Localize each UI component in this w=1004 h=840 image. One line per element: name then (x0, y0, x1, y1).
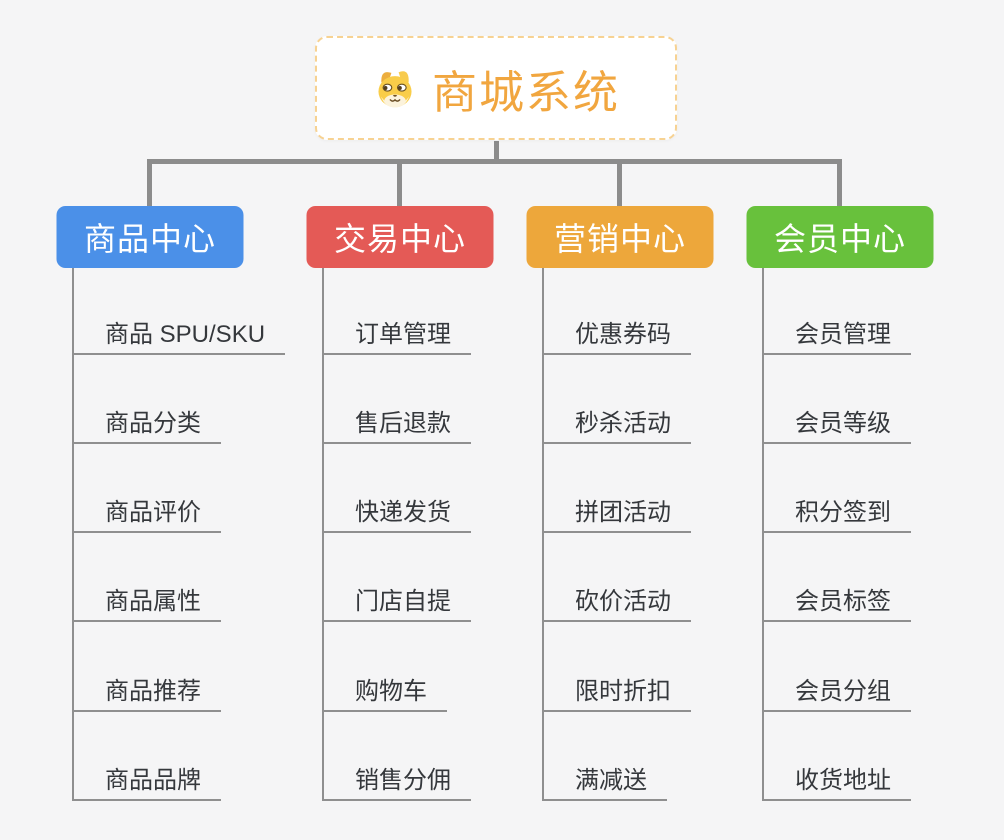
root-title: 商城系统 (431, 66, 620, 118)
dog-icon (378, 71, 412, 108)
leaf-node[interactable]: 秒杀活动 (542, 398, 691, 444)
connector-branch-stub-member-center (837, 159, 842, 206)
leaf-label: 会员标签 (795, 588, 891, 615)
leaf-node[interactable]: 限时折扣 (542, 666, 691, 712)
leaf-label: 快递发货 (355, 499, 451, 526)
leaf-label: 商品推荐 (105, 678, 201, 705)
leaf-label: 会员管理 (795, 321, 891, 348)
leaf-label: 会员分组 (795, 678, 891, 705)
branch-line-trade-center (322, 268, 324, 801)
connector-branch-stub-product-center (147, 159, 152, 206)
leaf-label: 商品分类 (105, 410, 201, 437)
leaf-label: 商品评价 (105, 499, 201, 526)
leaf-node[interactable]: 售后退款 (322, 398, 471, 444)
leaf-node[interactable]: 订单管理 (322, 309, 471, 355)
leaf-node[interactable]: 销售分佣 (322, 755, 471, 801)
leaf-node[interactable]: 会员管理 (762, 309, 911, 355)
branch-header-trade-center[interactable]: 交易中心 (306, 206, 494, 268)
branch-header-marketing-center[interactable]: 营销中心 (526, 206, 714, 268)
leaf-node[interactable]: 商品分类 (72, 398, 221, 444)
leaf-node[interactable]: 商品品牌 (72, 755, 221, 801)
leaf-label: 限时折扣 (575, 678, 671, 705)
branch-line-marketing-center (542, 268, 544, 801)
leaf-node[interactable]: 砍价活动 (542, 576, 691, 622)
leaf-label: 秒杀活动 (575, 410, 671, 437)
leaf-label: 拼团活动 (575, 499, 671, 526)
leaf-label: 收货地址 (795, 767, 891, 794)
leaf-node[interactable]: 快递发货 (322, 487, 471, 533)
leaf-label: 优惠券码 (575, 321, 671, 348)
branch-line-member-center (762, 268, 764, 801)
branch-header-label: 商品中心 (83, 221, 216, 257)
branch-header-product-center[interactable]: 商品中心 (56, 206, 244, 268)
leaf-label: 积分签到 (795, 499, 891, 526)
root-node[interactable]: 商城系统 (315, 36, 677, 140)
leaf-node[interactable]: 商品 SPU/SKU (72, 309, 286, 355)
leaf-node[interactable]: 会员标签 (762, 576, 911, 622)
leaf-node[interactable]: 收货地址 (762, 755, 911, 801)
leaf-label: 砍价活动 (575, 588, 671, 615)
connector-branch-stub-marketing-center (617, 159, 622, 206)
connector-branch-stub-trade-center (397, 159, 402, 206)
leaf-label: 购物车 (355, 678, 427, 705)
leaf-label: 满减送 (575, 767, 647, 794)
branch-header-label: 会员中心 (773, 221, 906, 257)
connector-root-stub (494, 141, 499, 164)
branch-header-label: 交易中心 (333, 221, 466, 257)
leaf-label: 销售分佣 (355, 767, 451, 794)
leaf-label: 订单管理 (355, 321, 451, 348)
leaf-node[interactable]: 会员等级 (762, 398, 911, 444)
leaf-node[interactable]: 购物车 (322, 666, 447, 712)
branch-line-product-center (72, 268, 74, 801)
leaf-node[interactable]: 满减送 (542, 755, 667, 801)
branch-header-member-center[interactable]: 会员中心 (746, 206, 934, 268)
leaf-node[interactable]: 商品评价 (72, 487, 221, 533)
leaf-node[interactable]: 商品推荐 (72, 666, 221, 712)
leaf-node[interactable]: 积分签到 (762, 487, 911, 533)
leaf-node[interactable]: 优惠券码 (542, 309, 691, 355)
leaf-label: 商品 SPU/SKU (105, 321, 266, 348)
leaf-label: 售后退款 (355, 410, 451, 437)
leaf-node[interactable]: 门店自提 (322, 576, 471, 622)
leaf-node[interactable]: 商品属性 (72, 576, 221, 622)
leaf-label: 商品属性 (105, 588, 201, 615)
leaf-node[interactable]: 拼团活动 (542, 487, 691, 533)
leaf-label: 商品品牌 (105, 767, 201, 794)
leaf-node[interactable]: 会员分组 (762, 666, 911, 712)
branch-header-label: 营销中心 (553, 221, 686, 257)
leaf-label: 门店自提 (355, 588, 451, 615)
connector-bus (149, 159, 842, 164)
leaf-label: 会员等级 (795, 410, 891, 437)
